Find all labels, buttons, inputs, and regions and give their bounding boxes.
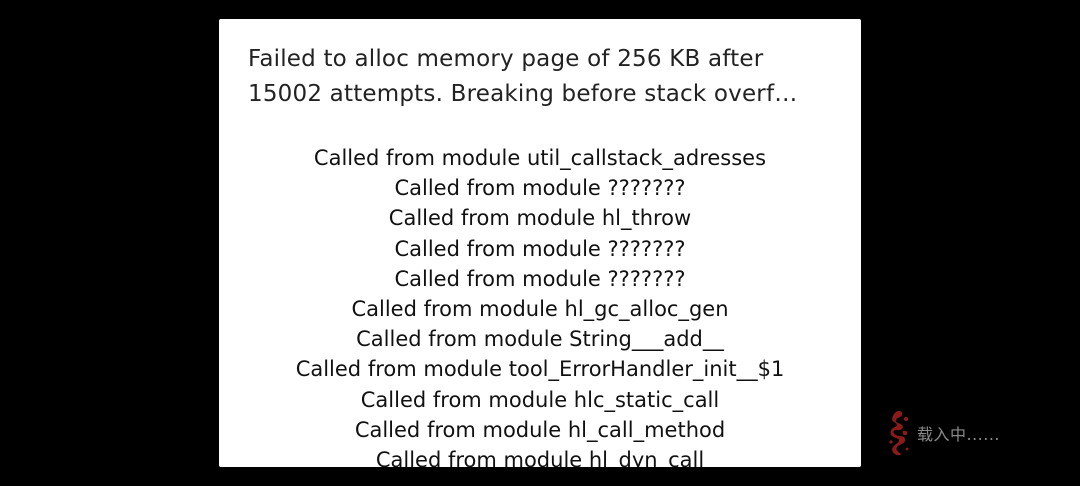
call-stack-entry: Called from module ???????	[394, 266, 686, 291]
error-message-line-1: Failed to alloc memory page of 256 KB af…	[248, 46, 764, 72]
call-stack-entry: Called from module hl_call_method	[354, 417, 726, 442]
call-stack-entry: Called from module ???????	[394, 236, 686, 261]
call-stack-entry: Called from module hl_gc_alloc_gen	[351, 296, 729, 321]
error-message: Failed to alloc memory page of 256 KB af…	[248, 42, 833, 112]
error-message-line-2: 15002 attempts. Breaking before stack ov…	[248, 81, 798, 107]
call-stack-list: Called from module util_callstack_adress…	[219, 143, 861, 467]
call-stack-entry: Called from module util_callstack_adress…	[313, 146, 767, 170]
call-stack-entry: Called from module hl_dyn_call	[375, 447, 705, 467]
call-stack-entry: Called from module hlc_static_call	[360, 387, 720, 412]
red-ink-logo-icon	[889, 411, 909, 456]
call-stack-entry: Called from module tool_ErrorHandler_ini…	[295, 357, 785, 382]
loading-text: 载入中......	[917, 425, 1001, 444]
call-stack-entry: Called from module ???????	[394, 176, 686, 201]
error-dialog: Failed to alloc memory page of 256 KB af…	[219, 19, 861, 467]
call-stack-entry: Called from module String___add__	[356, 327, 724, 352]
loading-indicator: 载入中......	[887, 408, 1022, 458]
call-stack-entry: Called from module hl_throw	[388, 206, 692, 231]
